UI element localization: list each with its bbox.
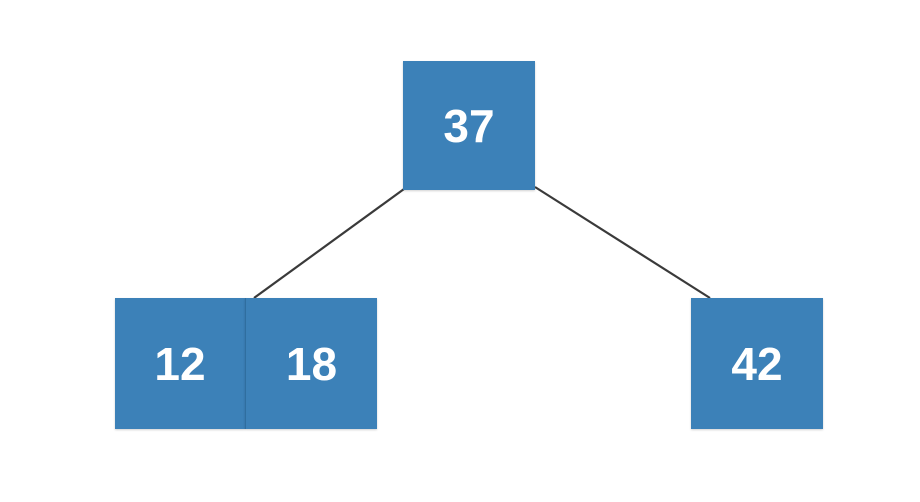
- left-child-key-1: 12: [115, 298, 245, 429]
- left-child-key-2: 18: [245, 298, 377, 429]
- edge-root-to-left-child: [253, 188, 405, 299]
- right-child-key: 42: [691, 298, 823, 429]
- edge-root-to-right-child: [534, 186, 711, 299]
- root-node-key: 37: [403, 61, 535, 190]
